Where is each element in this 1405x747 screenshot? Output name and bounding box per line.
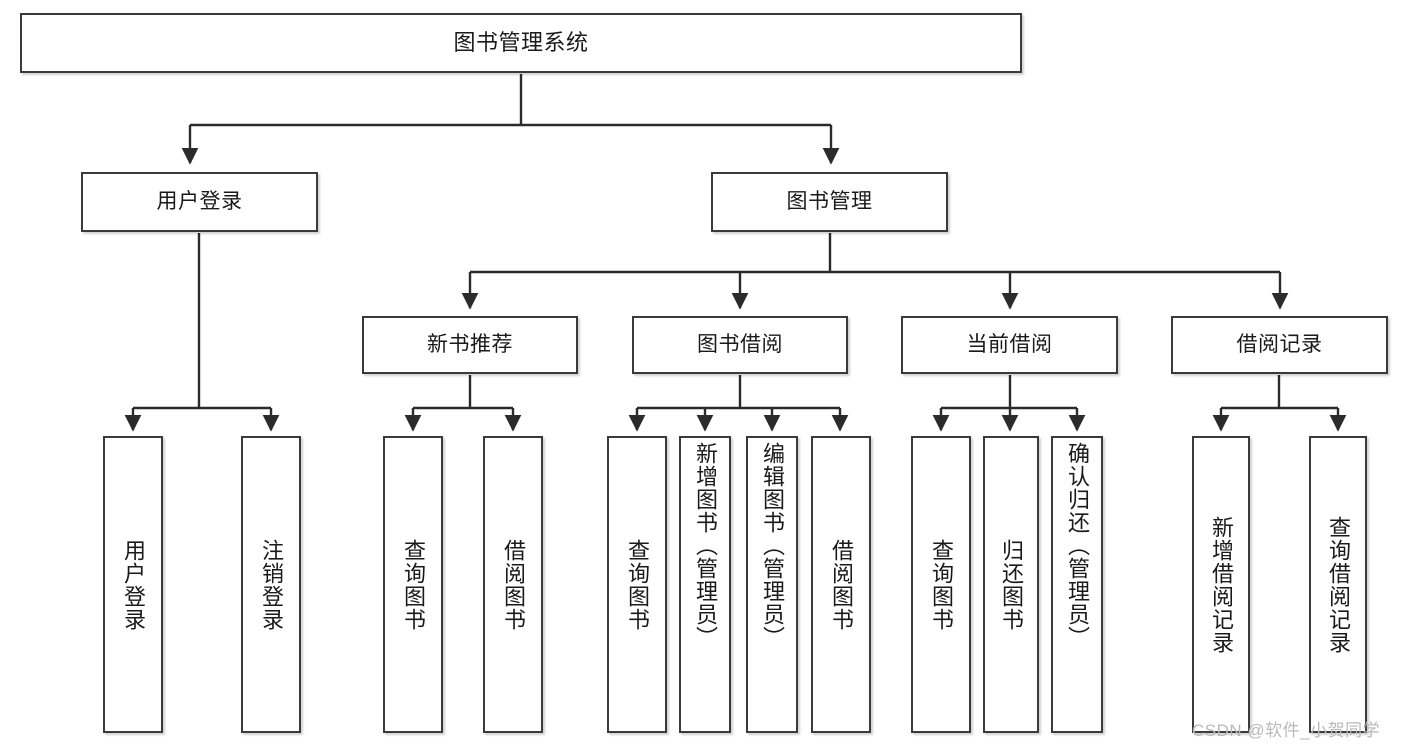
leaf-add-book-admin[interactable]: 新增图书（管理员） [679, 436, 731, 733]
node-label: 查询图书 [928, 538, 954, 631]
node-label: 用户登录 [120, 538, 146, 631]
node-label: 借阅图书 [500, 538, 526, 631]
node-label: 注销登录 [258, 538, 284, 631]
leaf-user-login[interactable]: 用户登录 [103, 436, 163, 733]
leaf-add-borrow-record[interactable]: 新增借阅记录 [1192, 436, 1250, 733]
node-label: 借阅记录 [1236, 333, 1323, 357]
leaf-query-book-borrow[interactable]: 查询图书 [607, 436, 667, 733]
node-label: 查询图书 [400, 538, 426, 631]
node-label: 借阅图书 [828, 538, 854, 631]
node-label: 查询图书 [624, 538, 650, 631]
leaf-logout-login[interactable]: 注销登录 [241, 436, 301, 733]
node-label: 图书借阅 [697, 333, 783, 357]
leaf-return-book[interactable]: 归还图书 [983, 436, 1039, 733]
node-book-management[interactable]: 图书管理 [711, 172, 948, 232]
leaf-borrow-book[interactable]: 借阅图书 [811, 436, 871, 733]
node-root-book-management-system[interactable]: 图书管理系统 [20, 13, 1022, 73]
node-current-borrowing[interactable]: 当前借阅 [901, 316, 1118, 374]
node-label: 图书管理 [786, 190, 873, 214]
leaf-borrow-book-recommend[interactable]: 借阅图书 [483, 436, 543, 733]
node-user-login[interactable]: 用户登录 [81, 172, 318, 232]
leaf-edit-book-admin[interactable]: 编辑图书（管理员） [746, 436, 798, 733]
leaf-query-book-current[interactable]: 查询图书 [911, 436, 971, 733]
leaf-query-book-recommend[interactable]: 查询图书 [383, 436, 443, 733]
node-new-book-recommendation[interactable]: 新书推荐 [362, 316, 578, 374]
node-label: 当前借阅 [966, 333, 1053, 357]
leaf-confirm-return-admin[interactable]: 确认归还（管理员） [1051, 436, 1103, 733]
node-label: 新增借阅记录 [1208, 515, 1234, 654]
watermark-text: CSDN @软件_小贺同学 [1192, 721, 1381, 740]
node-label: 新书推荐 [427, 333, 513, 357]
node-book-borrowing[interactable]: 图书借阅 [632, 316, 848, 374]
node-label: 用户登录 [156, 190, 243, 214]
node-label: 新增图书（管理员） [692, 442, 718, 649]
node-label: 查询借阅记录 [1325, 515, 1351, 654]
node-borrowing-records[interactable]: 借阅记录 [1171, 316, 1388, 374]
leaf-query-borrow-record[interactable]: 查询借阅记录 [1309, 436, 1367, 733]
node-label: 确认归还（管理员） [1064, 442, 1090, 649]
node-label: 图书管理系统 [453, 29, 589, 55]
node-label: 归还图书 [998, 538, 1024, 631]
node-label: 编辑图书（管理员） [759, 442, 785, 649]
